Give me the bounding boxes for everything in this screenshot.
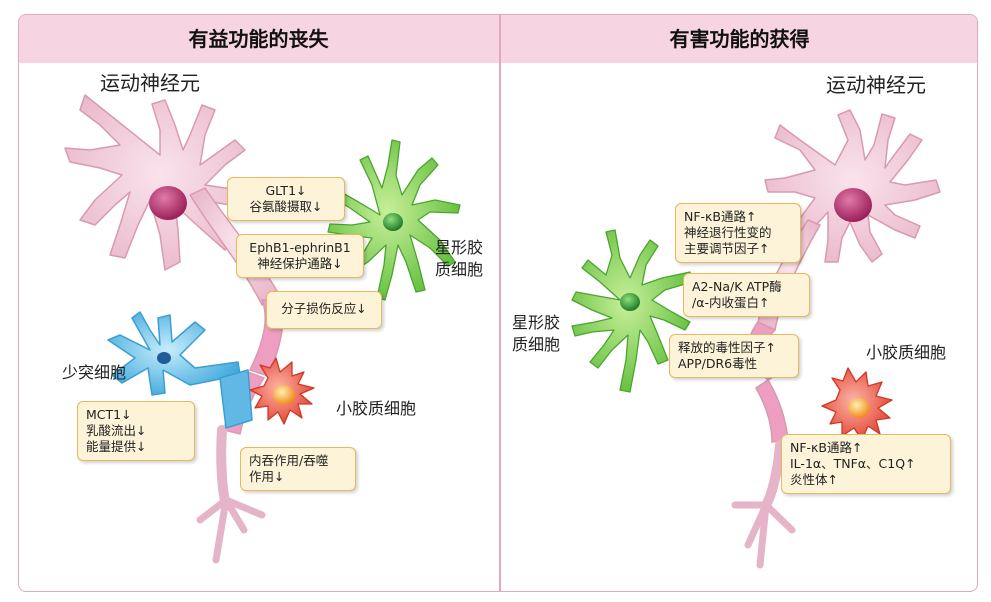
note-ephb1-line2: 神经保护通路↓ xyxy=(257,256,343,271)
note-atpase: A2-Na/K ATP酶 /α-内收蛋白↑ xyxy=(683,273,810,317)
right-astro-nucleus xyxy=(620,293,640,311)
note-atpase-line2: /α-内收蛋白↑ xyxy=(692,295,770,310)
note-phago-line2: 作用↓ xyxy=(249,469,285,484)
left-microglia-label: 小胶质细胞 xyxy=(336,399,417,418)
right-microglia-label: 小胶质细胞 xyxy=(866,343,947,362)
note-nfkb-line3: 主要调节因子↑ xyxy=(684,241,770,256)
note-ephb1: EphB1-ephrinB1 神经保护通路↓ xyxy=(236,234,364,278)
note-inflammasome: NF-κB通路↑ IL-1α、TNFα、C1Q↑ 炎性体↑ xyxy=(781,434,951,494)
note-nfkb-line1: NF-κB通路↑ xyxy=(684,209,757,224)
left-microglia-nucleus xyxy=(273,385,295,405)
note-nfkb: NF-κB通路↑ 神经退行性变的 主要调节因子↑ xyxy=(675,203,801,263)
note-glt1: GLT1↓ 谷氨酸摄取↓ xyxy=(227,177,345,221)
note-injury: 分子损伤反应↓ xyxy=(266,291,382,329)
note-mct1: MCT1↓ 乳酸流出↓ 能量提供↓ xyxy=(77,401,195,461)
panel-divider xyxy=(499,15,501,591)
note-toxic-line1: 释放的毒性因子↑ xyxy=(678,340,776,355)
left-panel-title: 有益功能的丧失 xyxy=(188,27,329,51)
note-injury-line1: 分子损伤反应↓ xyxy=(281,301,367,316)
note-nfkb-line2: 神经退行性变的 xyxy=(684,225,772,240)
left-astro-nucleus xyxy=(383,213,403,231)
note-toxic: 释放的毒性因子↑ APP/DR6毒性 xyxy=(669,334,799,378)
note-glt1-line1: GLT1↓ xyxy=(265,183,307,198)
right-astrocyte xyxy=(571,229,693,393)
note-phago-line1: 内吞作用/吞噬 xyxy=(249,453,329,468)
note-toxic-line2: APP/DR6毒性 xyxy=(678,356,758,371)
note-phagocytosis: 内吞作用/吞噬 作用↓ xyxy=(240,447,356,491)
left-neuron-label: 运动神经元 xyxy=(100,71,200,95)
note-inflam-line1: NF-κB通路↑ xyxy=(790,440,863,455)
note-glt1-line2: 谷氨酸摄取↓ xyxy=(249,199,323,214)
figure-frame: 有益功能的丧失 有害功能的获得 xyxy=(18,14,978,592)
note-inflam-line2: IL-1α、TNFα、C1Q↑ xyxy=(790,456,916,471)
right-astrocyte-label: 星形胶 质细胞 xyxy=(512,312,560,356)
right-microglia-nucleus xyxy=(848,398,870,418)
right-neuron-label: 运动神经元 xyxy=(826,73,926,97)
left-axon xyxy=(196,299,284,564)
right-astrocyte-label-line1: 星形胶 xyxy=(512,313,561,332)
right-neuron-nucleus xyxy=(834,188,872,222)
left-astrocyte-label-line2: 质细胞 xyxy=(435,260,484,279)
oligodendrocyte xyxy=(107,311,253,429)
note-ephb1-line1: EphB1-ephrinB1 xyxy=(249,240,351,255)
note-atpase-line1: A2-Na/K ATP酶 xyxy=(692,279,782,294)
right-astrocyte-label-line2: 质细胞 xyxy=(512,335,561,354)
note-mct1-line1: MCT1↓ xyxy=(86,407,132,422)
left-astrocyte-label-line1: 星形胶 xyxy=(435,238,484,257)
oligodendrocyte-label: 少突细胞 xyxy=(62,363,127,382)
left-neuron-nucleus xyxy=(149,186,187,220)
left-astrocyte-label: 星形胶 质细胞 xyxy=(435,237,483,281)
note-mct1-line3: 能量提供↓ xyxy=(86,439,147,454)
note-mct1-line2: 乳酸流出↓ xyxy=(86,423,147,438)
header-bar xyxy=(19,15,977,63)
note-inflam-line3: 炎性体↑ xyxy=(790,472,838,487)
right-panel-title: 有害功能的获得 xyxy=(669,27,810,51)
oligo-nucleus xyxy=(157,352,171,364)
